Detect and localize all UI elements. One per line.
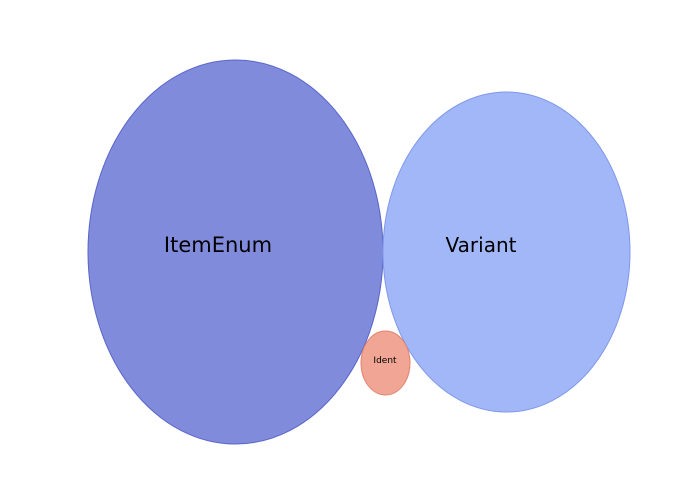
bubble-ident: Ident bbox=[360, 330, 411, 396]
bubble-ident-shape bbox=[360, 330, 411, 396]
bubble-variant-shape bbox=[382, 91, 631, 413]
bubble-ident-label: Ident bbox=[373, 356, 397, 366]
bubble-variant-label: Variant bbox=[446, 233, 517, 257]
bubble-item-enum: ItemEnum bbox=[87, 59, 384, 445]
bubble-item-enum-label: ItemEnum bbox=[164, 233, 272, 257]
bubble-variant: Variant bbox=[382, 91, 631, 413]
